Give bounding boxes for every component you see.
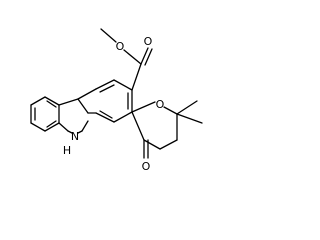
pyranone-ring [131, 100, 203, 159]
indole-n-link [67, 130, 83, 134]
ketone-oxygen-label: O [142, 160, 151, 173]
pyran-oxygen-label: O [156, 98, 165, 111]
indole-hydrogen-label: H [63, 144, 71, 157]
ester-oxygen-label: O [116, 40, 125, 53]
pyrrole-ring [58, 98, 89, 132]
ester-carbonyl-oxygen-label: O [144, 35, 153, 48]
benzo-ring [30, 96, 60, 132]
indole-nitrogen-label: N [71, 130, 79, 143]
structure-diagram: O O O O N H [30, 28, 203, 173]
central-aromatic-ring [77, 79, 133, 123]
methyl-ester-group [100, 28, 153, 91]
